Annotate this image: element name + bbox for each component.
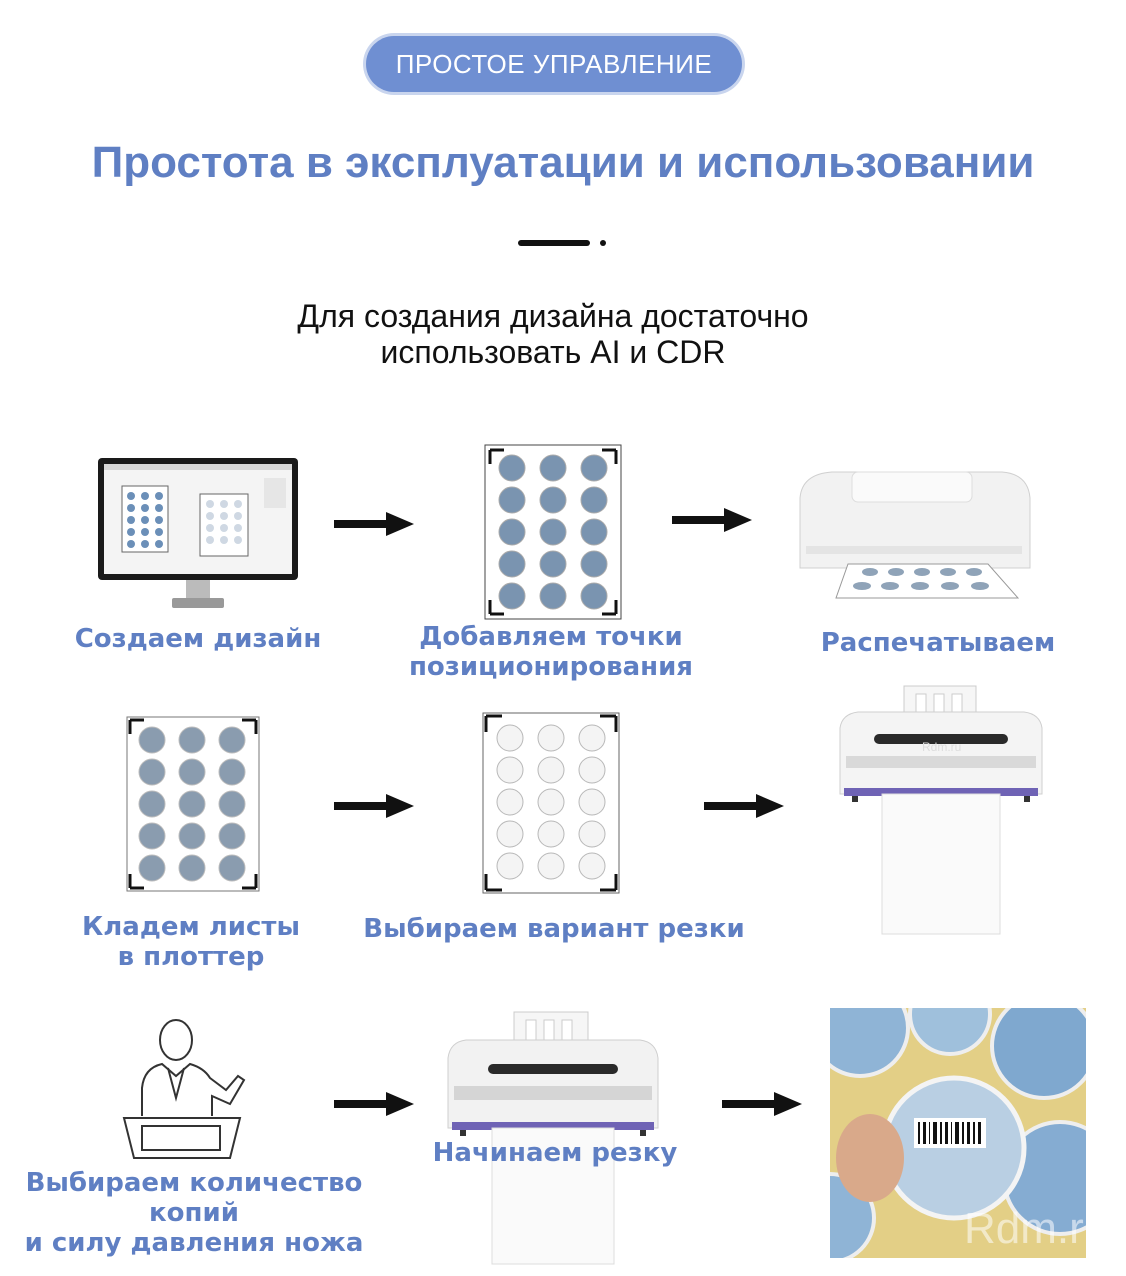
printer-icon	[799, 471, 1031, 599]
subtitle-line-2: использовать AI и CDR	[380, 334, 726, 370]
caption-load-sheets: Кладем листы в плоттер	[54, 912, 328, 972]
caption-print: Распечатываем	[820, 628, 1056, 658]
monitor-icon	[98, 458, 298, 608]
sticker-sheet-icon	[126, 716, 260, 892]
labels-photo: Rdm.ru	[830, 1008, 1086, 1258]
divider-dot	[600, 240, 606, 246]
caption-choose-copies: Выбираем количество копий и силу давлени…	[14, 1168, 374, 1258]
arrow-icon	[334, 1092, 414, 1116]
caption-choose-copies-line-3: и силу давления ножа	[24, 1228, 364, 1258]
caption-load-sheets-line-1: Кладем листы	[81, 912, 301, 942]
caption-create-design: Создаем дизайн	[74, 624, 322, 654]
cutting-plotter-icon	[447, 1011, 659, 1265]
caption-choose-copies-line-2: копий	[149, 1198, 239, 1228]
cut-sheet-icon	[482, 712, 620, 894]
divider-line	[518, 240, 590, 246]
arrow-icon	[704, 794, 784, 818]
arrow-icon	[672, 508, 752, 532]
caption-choose-copies-line-1: Выбираем количество	[25, 1168, 363, 1198]
caption-choose-cut: Выбираем вариант резки	[363, 914, 745, 944]
caption-add-points-line-2: позиционирования	[408, 652, 694, 682]
caption-add-points-line-1: Добавляем точки	[419, 622, 683, 652]
arrow-icon	[334, 794, 414, 818]
caption-start-cut: Начинаем резку	[432, 1138, 678, 1168]
caption-load-sheets-line-2: в плоттер	[117, 942, 265, 972]
cutting-plotter-icon: Rdm.ru	[834, 684, 1048, 936]
header-badge: ПРОСТОЕ УПРАВЛЕНИЕ	[366, 36, 742, 92]
caption-add-points: Добавляем точки позиционирования	[386, 622, 716, 682]
subtitle-line-1: Для создания дизайна достаточно	[297, 298, 809, 334]
sticker-sheet-icon	[484, 444, 622, 620]
photo-watermark: Rdm.ru	[964, 1204, 1086, 1253]
operator-icon	[122, 1019, 246, 1159]
page-title: Простота в эксплуатации и использовании	[91, 138, 1035, 187]
arrow-icon	[722, 1092, 802, 1116]
page-subtitle: Для создания дизайна достаточно использо…	[0, 298, 1106, 370]
arrow-icon	[334, 512, 414, 536]
plotter-brand-watermark: Rdm.ru	[922, 740, 962, 754]
